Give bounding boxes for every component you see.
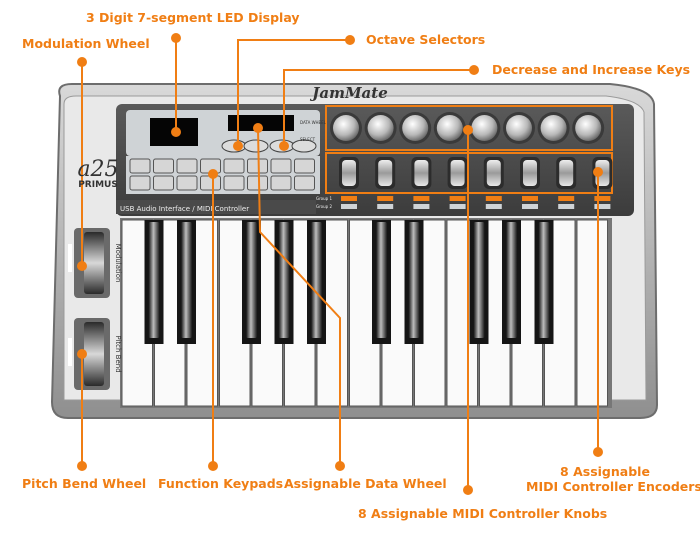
octave-up-button [243, 139, 269, 153]
controller-encoder [414, 160, 429, 186]
callout-lines [81, 38, 599, 490]
black-key-highlight [408, 222, 420, 338]
controller-knob [333, 115, 359, 141]
controller-knob [540, 115, 567, 141]
group-indicators [341, 196, 611, 209]
controller-encoder [559, 160, 574, 186]
modulation-label: Modulation [114, 244, 122, 283]
group-2-tab [341, 204, 357, 209]
function-keypad [294, 175, 315, 191]
modulation-wheel [84, 232, 104, 294]
label-octave-selectors: Octave Selectors [366, 32, 486, 47]
group-1-tab [449, 196, 466, 201]
black-key-highlight [473, 222, 485, 338]
callout-dots [77, 33, 603, 495]
controller-encoders [339, 157, 613, 189]
black-keys [144, 220, 554, 344]
controller-knob [506, 115, 532, 141]
caption-strip [116, 200, 316, 214]
function-keypad [223, 158, 245, 174]
black-key-highlight [376, 222, 387, 338]
controller-knobs [330, 112, 605, 144]
group-1-tab [413, 196, 430, 201]
modulation-indicator [68, 244, 72, 272]
label-knobs: 8 Assignable MIDI Controller Knobs [358, 506, 608, 521]
function-keypad [294, 158, 315, 174]
function-keypad [129, 175, 151, 191]
controller-knob [367, 115, 394, 141]
group-2-tab [413, 204, 430, 209]
group-2-tab [594, 204, 611, 209]
function-keypad [247, 158, 268, 174]
controller-encoder [450, 160, 465, 186]
pitch-bend-wheel [84, 322, 104, 386]
label-encoders-line2: MIDI Controller Encoders [526, 479, 700, 494]
label-dec-inc-keys: Decrease and Increase Keys [492, 62, 691, 77]
group-1-tab [341, 196, 357, 201]
function-keypad [270, 158, 292, 174]
upper-display [228, 115, 294, 131]
label-function-keypads: Function Keypads [158, 476, 284, 491]
group-1-tab [485, 196, 502, 201]
label-pitch-bend-wheel: Pitch Bend Wheel [22, 476, 147, 491]
function-keypad [270, 175, 292, 191]
black-key-highlight [246, 222, 257, 338]
controller-encoder [486, 160, 501, 186]
group-2-tab [377, 204, 394, 209]
select-button-label: SELECT [300, 137, 316, 142]
function-keypad [153, 175, 174, 191]
white-key [576, 219, 608, 407]
controller-encoder [378, 160, 393, 186]
function-keypad [176, 175, 198, 191]
group-1-label: Group 1 [316, 196, 332, 201]
group-1-tab [522, 196, 538, 201]
controller-encoder [342, 160, 356, 186]
increase-button [291, 139, 317, 153]
function-keypads [129, 158, 315, 191]
label-encoders-line1: 8 Assignable [560, 464, 650, 479]
group-1-tab [594, 196, 611, 201]
function-keypad [223, 175, 245, 191]
group-2-tab [485, 204, 502, 209]
controller-knob [402, 115, 429, 141]
black-key-highlight [311, 222, 322, 338]
controller-knob [436, 115, 463, 141]
black-key-highlight [506, 222, 517, 338]
label-data-wheel: Assignable Data Wheel [284, 476, 447, 491]
model-name: a25 [77, 157, 118, 182]
group-2-label: Group 2 [316, 204, 332, 209]
function-keypad [247, 175, 268, 191]
black-key-highlight [278, 222, 290, 338]
series-name: PRIMUS [78, 180, 118, 190]
group-1-tab [377, 196, 394, 201]
group-2-tab [558, 204, 575, 209]
group-1-tab [558, 196, 575, 201]
black-key-highlight [181, 222, 192, 338]
group-2-tab [522, 204, 538, 209]
pitch-bend-indicator [68, 338, 72, 366]
panel-caption: USB Audio Interface / MIDI Controller [120, 205, 249, 213]
group-2-tab [449, 204, 466, 209]
controller-encoder [523, 160, 537, 186]
pitch-bend-label: Pitch Bend [114, 335, 122, 372]
black-key-highlight [148, 222, 160, 338]
function-keypad [176, 158, 198, 174]
function-keypad [153, 158, 174, 174]
brand-logo: JamMate [309, 84, 387, 102]
controller-knob [471, 115, 498, 141]
data-wheel-button-label: DATA WHEEL [300, 120, 327, 125]
label-modulation-wheel: Modulation Wheel [22, 36, 150, 51]
function-keypad [129, 158, 151, 174]
controller-knob [575, 115, 602, 141]
label-led-display: 3 Digit 7-segment LED Display [86, 10, 300, 25]
black-key-highlight [538, 222, 550, 338]
label-encoders: 8 Assignable MIDI Controller Encoders [526, 464, 700, 494]
